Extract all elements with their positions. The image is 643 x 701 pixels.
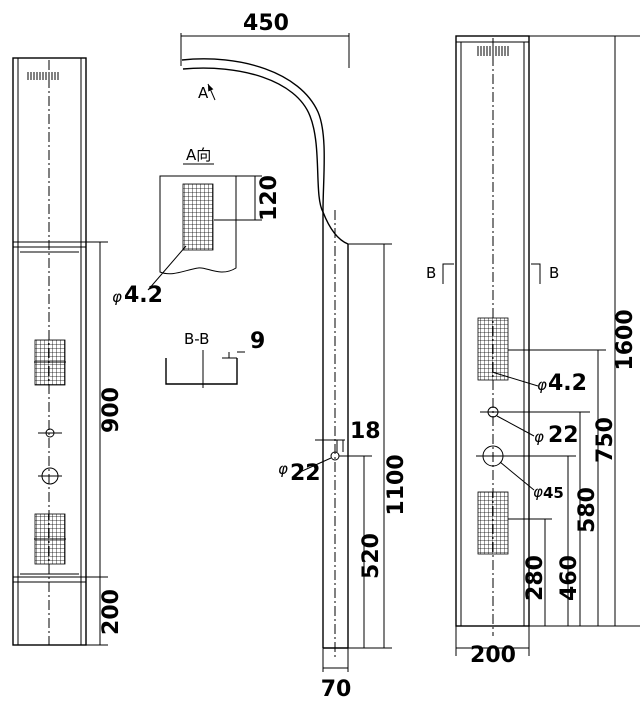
view-a-arrow: [207, 83, 216, 101]
arrow-a-label: A: [198, 84, 209, 102]
front-mesh-top: [477, 317, 509, 381]
view-a-title: A向: [186, 146, 211, 164]
dim-450: 450: [243, 11, 289, 36]
view-a-mesh: [182, 183, 214, 251]
dim-900: 900: [99, 387, 124, 433]
dim-200-front: 200: [470, 643, 516, 668]
front-view: B B 1600 750 φ 4.2 580 φ 22 460 φ 45: [426, 35, 640, 668]
dim-22-front: 22: [548, 423, 579, 448]
dim-280: 280: [523, 555, 548, 601]
section-b-marker-left: [442, 263, 454, 284]
side-curved-inner: [182, 67, 324, 213]
dim-22-side: 22: [290, 461, 321, 486]
front-panel-outline: [455, 35, 530, 627]
phi-symbol-a: φ: [112, 288, 122, 306]
view-a-detail: A A向 120 φ 4.2: [112, 83, 282, 308]
section-b-marker-right: [531, 263, 541, 284]
view-a-outline: [159, 175, 237, 275]
dim-750: 750: [593, 417, 618, 463]
dim-4-2-front: 4.2: [548, 371, 587, 396]
dim-1600: 1600: [613, 309, 638, 370]
front-mesh-bottom: [477, 491, 509, 555]
dim-200-left: 200: [99, 589, 124, 635]
dim-1100: 1100: [384, 454, 409, 515]
dim-9: 9: [250, 329, 265, 354]
section-bb: B-B 9: [165, 329, 265, 388]
phi-symbol-front-1: φ: [537, 376, 547, 394]
dim-580: 580: [575, 487, 600, 533]
dim-45-front: 45: [543, 484, 564, 502]
dim-18: 18: [350, 419, 381, 444]
dim-120: 120: [257, 175, 282, 221]
side-view: 450 18 φ 22 1100 520 70: [180, 11, 409, 701]
dim-460: 460: [557, 555, 582, 601]
phi-symbol-front-2: φ: [534, 428, 544, 446]
phi-symbol-side: φ: [278, 460, 288, 478]
dim-520: 520: [359, 533, 384, 579]
section-b-left: B: [426, 264, 436, 282]
side-curved-top: [181, 58, 325, 648]
section-bb-title: B-B: [184, 330, 209, 348]
section-bb-profile: [165, 358, 238, 385]
dim-4-2-a: 4.2: [124, 283, 163, 308]
left-view: 900 200: [12, 57, 124, 646]
dim-70: 70: [321, 677, 352, 701]
section-b-right: B: [549, 264, 559, 282]
phi-symbol-front-3: φ: [533, 483, 543, 501]
